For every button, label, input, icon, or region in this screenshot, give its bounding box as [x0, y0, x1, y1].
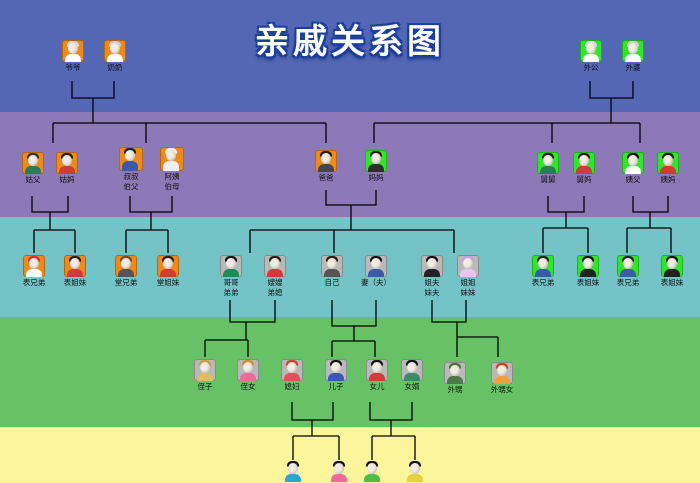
person-gege[interactable]: 哥哥 弟弟	[211, 255, 251, 297]
person-sao[interactable]: 嫂嫂 弟媳	[255, 255, 295, 297]
person-tang-jiemei[interactable]: 堂姐妹	[148, 255, 188, 287]
line-shu-family	[125, 196, 173, 253]
female-avatar-icon	[661, 255, 683, 277]
person-ziji[interactable]: 自己	[312, 255, 352, 287]
person-biao-xiongdi-right1[interactable]: 表兄弟	[523, 255, 563, 287]
female-avatar-icon	[657, 152, 679, 174]
male-avatar-icon	[194, 359, 216, 381]
line-yi-family	[626, 196, 672, 253]
female-avatar-icon	[281, 359, 303, 381]
person-grandchild-1[interactable]	[273, 460, 313, 482]
male-avatar-icon	[537, 152, 559, 174]
male-avatar-icon	[401, 359, 423, 381]
male-avatar-icon	[325, 359, 347, 381]
person-ayi[interactable]: 阿姨 伯母	[152, 147, 192, 191]
line-jiu-family	[542, 196, 589, 253]
male-avatar-icon	[580, 40, 602, 62]
female-avatar-icon	[237, 359, 259, 381]
person-yeye[interactable]: 爷爷	[53, 40, 93, 72]
line-parents	[249, 190, 455, 253]
male-avatar-icon	[622, 152, 644, 174]
line-gu-family	[31, 196, 76, 253]
person-erzi[interactable]: 儿子	[316, 359, 356, 391]
person-xifu[interactable]: 媳妇	[272, 359, 312, 391]
male-avatar-icon	[220, 255, 242, 277]
female-avatar-icon	[622, 40, 644, 62]
line-son-family	[291, 402, 340, 460]
male-avatar-icon	[617, 255, 639, 277]
band-children	[0, 317, 700, 427]
person-zhinv[interactable]: 侄女	[228, 359, 268, 391]
female-avatar-icon	[160, 147, 184, 171]
male-avatar-icon	[119, 147, 143, 171]
person-jiujiu[interactable]: 舅舅	[528, 152, 568, 184]
line-daughter-family	[369, 402, 416, 460]
page-title: 亲戚关系图	[255, 22, 445, 62]
person-grandchild-3[interactable]	[352, 460, 392, 482]
male-avatar-icon	[23, 255, 45, 277]
person-jiejie[interactable]: 姐姐 妹妹	[448, 255, 488, 297]
person-mama[interactable]: 妈妈	[356, 150, 396, 182]
person-biao-xiongdi-right2[interactable]: 表兄弟	[608, 255, 648, 287]
line-paternal-grandparents	[52, 81, 327, 143]
person-nainai[interactable]: 奶奶	[95, 40, 135, 72]
male-avatar-icon	[315, 150, 337, 172]
person-biao-jiemei-left[interactable]: 表姐妹	[55, 255, 95, 287]
person-shushu[interactable]: 叔叔 伯父	[111, 147, 151, 191]
line-sister-family	[431, 300, 499, 357]
person-yima[interactable]: 姨妈	[648, 152, 688, 184]
female-avatar-icon	[365, 150, 387, 172]
female-avatar-icon	[491, 362, 513, 384]
person-nver[interactable]: 女儿	[357, 359, 397, 391]
female-avatar-icon	[64, 255, 86, 277]
male-avatar-icon	[321, 255, 343, 277]
band-grandchildren	[0, 427, 700, 483]
person-tang-xiongdi[interactable]: 堂兄弟	[106, 255, 146, 287]
female-avatar-icon	[264, 255, 286, 277]
female-avatar-icon	[404, 460, 426, 482]
female-avatar-icon	[577, 255, 599, 277]
male-avatar-icon	[282, 460, 304, 482]
line-maternal-grandparents	[373, 81, 641, 143]
male-avatar-icon	[532, 255, 554, 277]
person-qi[interactable]: 妻（夫）	[356, 255, 396, 287]
person-waishengnv[interactable]: 外甥女	[482, 362, 522, 394]
female-avatar-icon	[366, 359, 388, 381]
person-zhizi[interactable]: 侄子	[185, 359, 225, 391]
person-waipo[interactable]: 外婆	[613, 40, 653, 72]
person-grandchild-2[interactable]	[319, 460, 359, 482]
female-avatar-icon	[328, 460, 350, 482]
female-avatar-icon	[56, 152, 78, 174]
person-gumama[interactable]: 姑妈	[47, 152, 87, 184]
line-self-family	[331, 300, 377, 357]
male-avatar-icon	[22, 152, 44, 174]
person-grandchild-4[interactable]	[395, 460, 435, 482]
female-avatar-icon	[157, 255, 179, 277]
person-waisheng[interactable]: 外甥	[435, 362, 475, 394]
person-biao-xiongdi-left[interactable]: 表兄弟	[14, 255, 54, 287]
female-avatar-icon	[457, 255, 479, 277]
male-avatar-icon	[62, 40, 84, 62]
person-yifu[interactable]: 姨父	[613, 152, 653, 184]
male-avatar-icon	[444, 362, 466, 384]
person-waigong[interactable]: 外公	[571, 40, 611, 72]
person-baba[interactable]: 爸爸	[306, 150, 346, 182]
male-avatar-icon	[421, 255, 443, 277]
person-biao-jiemei-right1[interactable]: 表姐妹	[568, 255, 608, 287]
male-avatar-icon	[115, 255, 137, 277]
person-jiefu[interactable]: 姐夫 妹夫	[412, 255, 452, 297]
female-avatar-icon	[573, 152, 595, 174]
female-avatar-icon	[104, 40, 126, 62]
person-gufu[interactable]: 姑父	[13, 152, 53, 184]
person-nvxu[interactable]: 女婿	[392, 359, 432, 391]
female-avatar-icon	[365, 255, 387, 277]
line-brother-family	[204, 300, 276, 357]
male-avatar-icon	[361, 460, 383, 482]
person-biao-jiemei-right2[interactable]: 表姐妹	[652, 255, 692, 287]
person-jiuma[interactable]: 舅妈	[564, 152, 604, 184]
